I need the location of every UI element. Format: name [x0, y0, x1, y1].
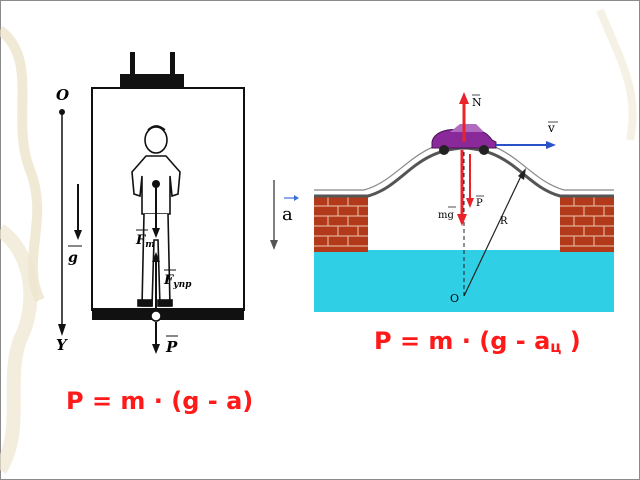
right-brick-pier — [560, 196, 614, 252]
left-brick-pier — [314, 196, 368, 252]
center-o-label: O — [450, 292, 459, 305]
elastic-force-label: Fупр — [163, 273, 192, 290]
axis-y-label: Y — [56, 336, 68, 354]
gravity-force-label: Fт — [135, 233, 155, 250]
weight-p-label: P — [165, 338, 178, 356]
normal-force-n-label: N — [472, 96, 482, 109]
g-vector-label: g — [68, 250, 78, 266]
acceleration-vector: a — [270, 180, 299, 250]
person-figure — [131, 125, 181, 307]
radius-r-label: R — [500, 216, 508, 227]
elevator-top-mount — [120, 74, 184, 88]
acceleration-a-label: a — [282, 204, 293, 225]
gravity-mg-label: mg — [438, 210, 454, 221]
bridge-diagram: R O v N mg P — [314, 90, 614, 312]
bridge-weight-formula: P = m · (g - aц ) — [374, 327, 581, 356]
elevator-weight-formula: P = m · (g - a) — [66, 387, 254, 415]
elevator-diagram: O Y g Fт Fупр P — [48, 44, 250, 360]
weight-p-label-bridge: P — [476, 198, 483, 209]
elevator-floor — [92, 308, 244, 320]
velocity-v-label: v — [547, 121, 555, 135]
axis-o-label: O — [56, 86, 69, 104]
